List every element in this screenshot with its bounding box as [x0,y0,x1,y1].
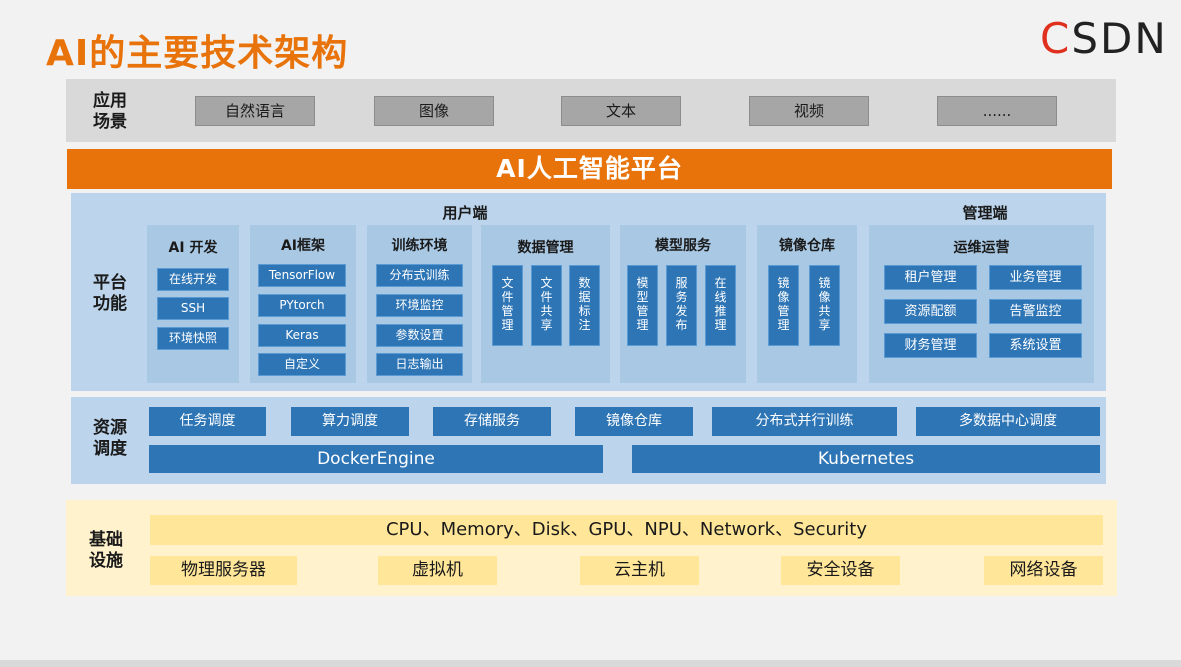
image-share: 镜像共享 [809,265,840,346]
scenes-label-line2: 场景 [93,112,127,132]
image-mgmt-label: 镜像管理 [777,276,790,332]
ops-finance: 财务管理 [884,333,977,358]
model-mgmt: 模型管理 [627,265,658,346]
resources-label-line2: 调度 [93,439,127,459]
scenes-label: 应用 场景 [84,91,136,133]
ops-alert: 告警监控 [989,299,1082,324]
ops-business: 业务管理 [989,265,1082,290]
functions-label-line1: 平台 [93,273,127,293]
docker-engine: DockerEngine [149,445,603,473]
data-mgmt-title: 数据管理 [517,240,574,256]
infra-label-line1: 基础 [89,530,123,550]
image-share-label: 镜像共享 [818,276,831,332]
res-distributed-training: 分布式并行训练 [712,407,897,436]
scene-more: ...... [937,96,1057,126]
infra-network-device: 网络设备 [984,556,1103,585]
training-params: 参数设置 [376,324,463,347]
logo-c: C [1040,14,1072,63]
framework-custom: 自定义 [258,353,346,376]
data-file-mgmt-label: 文件管理 [501,276,514,332]
training-distributed: 分布式训练 [376,264,463,287]
infra-security-device: 安全设备 [781,556,900,585]
functions-label-line2: 功能 [93,294,127,314]
res-multi-dc-scheduling: 多数据中心调度 [916,407,1100,436]
logo-sdn: SDN [1071,14,1168,63]
infra-hardware-line: CPU、Memory、Disk、GPU、NPU、Network、Security [150,515,1103,545]
res-image-repo: 镜像仓库 [575,407,693,436]
infra-physical-server: 物理服务器 [150,556,297,585]
ai-framework-title: AI框架 [280,238,326,254]
infra-vm: 虚拟机 [378,556,497,585]
model-publish: 服务发布 [666,265,697,346]
res-storage-service: 存储服务 [433,407,551,436]
kubernetes: Kubernetes [632,445,1100,473]
resources-label-line1: 资源 [93,418,127,438]
resources-label: 资源 调度 [84,418,136,460]
res-compute-scheduling: 算力调度 [291,407,409,436]
scene-image: 图像 [374,96,494,126]
ops-quota: 资源配额 [884,299,977,324]
ai-dev-title: AI 开发 [168,240,218,256]
admin-side-label: 管理端 [962,204,1008,222]
training-env-title: 训练环境 [391,238,448,254]
training-monitor: 环境监控 [376,294,463,317]
functions-label: 平台 功能 [84,273,136,315]
page-title: AI的主要技术架构 [46,33,349,74]
ai-dev-ssh: SSH [157,297,229,320]
infra-cloud-host: 云主机 [580,556,699,585]
scene-video: 视频 [749,96,869,126]
image-repo-title: 镜像仓库 [779,238,835,254]
data-labeling-label: 数据标注 [578,276,591,332]
training-logs: 日志输出 [376,353,463,376]
user-side-label: 用户端 [442,204,488,222]
model-mgmt-label: 模型管理 [636,276,649,332]
ai-dev-snapshot: 环境快照 [157,327,229,350]
framework-pytorch: PYtorch [258,294,346,317]
model-inference: 在线推理 [705,265,736,346]
framework-keras: Keras [258,324,346,347]
model-service-title: 模型服务 [655,238,711,254]
footer-divider [0,660,1181,667]
platform-title-bar: AI人工智能平台 [67,149,1112,189]
data-file-share: 文件共享 [531,265,562,346]
ops-tenant: 租户管理 [884,265,977,290]
data-file-share-label: 文件共享 [540,276,553,332]
model-publish-label: 服务发布 [675,276,688,332]
csdn-logo: CSDN [1040,14,1168,63]
scenes-label-line1: 应用 [93,91,127,111]
data-file-mgmt: 文件管理 [492,265,523,346]
ai-dev-online: 在线开发 [157,268,229,291]
infra-label-line2: 设施 [89,551,123,571]
scene-natural-language: 自然语言 [195,96,315,126]
data-labeling: 数据标注 [569,265,600,346]
infra-label: 基础 设施 [80,530,132,572]
model-inference-label: 在线推理 [714,276,727,332]
res-task-scheduling: 任务调度 [149,407,266,436]
framework-tensorflow: TensorFlow [258,264,346,287]
scene-text: 文本 [561,96,681,126]
ops-settings: 系统设置 [989,333,1082,358]
image-mgmt: 镜像管理 [768,265,799,346]
ops-title: 运维运营 [953,240,1010,256]
